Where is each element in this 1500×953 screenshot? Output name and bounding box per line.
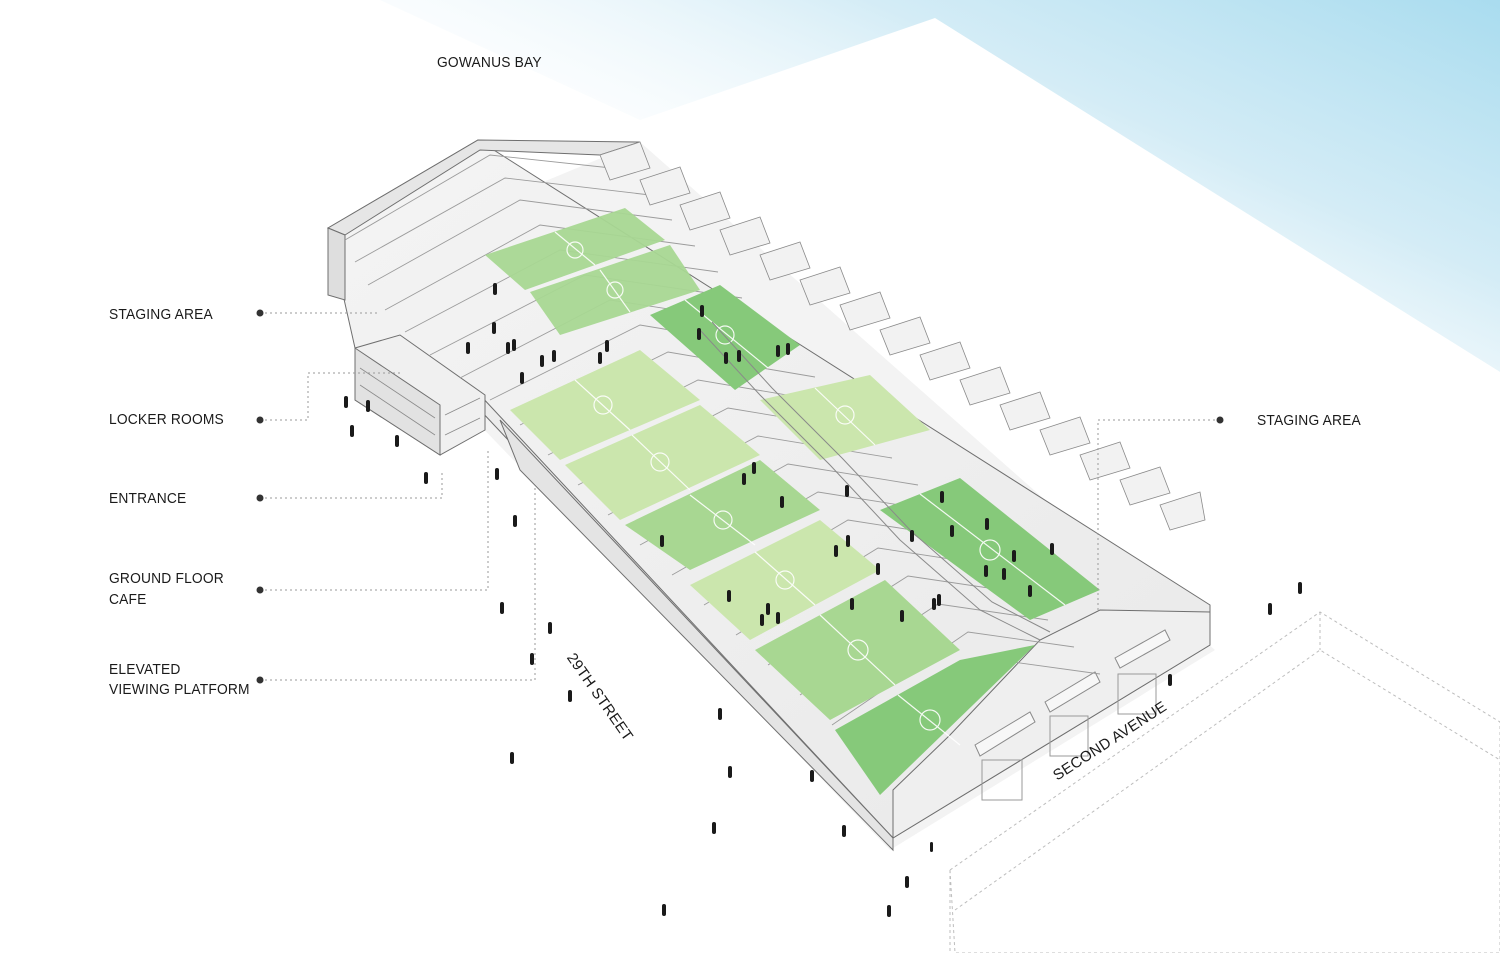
soccer-fields — [485, 208, 1100, 795]
leader-entrance — [260, 470, 443, 499]
leader-elevated-platform — [260, 488, 536, 681]
label-gowanus-bay: GOWANUS BAY — [437, 54, 542, 71]
field-8 — [880, 478, 1100, 620]
gowanus-bay-water — [380, 0, 1500, 372]
leader-staging-area-right — [1097, 419, 1220, 610]
field-7 — [760, 375, 930, 460]
adjacent-lot — [642, 20, 1500, 610]
leader-dots — [256, 309, 1224, 684]
facade-canopy-1 — [974, 711, 1036, 757]
elevated-walkway — [699, 321, 1051, 641]
label-ground-floor-cafe-line2: CAFE — [109, 591, 147, 608]
field-11 — [835, 645, 1035, 795]
leader-lines — [260, 312, 1220, 681]
label-elevated-platform-line2: VIEWING PLATFORM — [109, 681, 250, 698]
label-locker-rooms: LOCKER ROOMS — [109, 411, 224, 428]
leader-locker-rooms — [260, 372, 400, 421]
field-6 — [625, 460, 820, 570]
field-5 — [565, 405, 760, 520]
label-staging-area-left: STAGING AREA — [109, 306, 213, 323]
people-silhouettes — [344, 283, 1302, 917]
leader-ground-floor-cafe — [260, 448, 489, 591]
label-entrance: ENTRANCE — [109, 490, 187, 507]
label-staging-area-right: STAGING AREA — [1257, 412, 1361, 429]
facade-canopy-3 — [1114, 629, 1171, 669]
label-ground-floor-cafe-line1: GROUND FLOOR — [109, 570, 224, 587]
field-4 — [510, 350, 700, 460]
second-avenue-facade — [892, 609, 1211, 839]
adjacent-building-outline — [949, 611, 1500, 953]
facade-canopy-2 — [1044, 671, 1101, 713]
label-elevated-platform-line1: ELEVATED — [109, 661, 181, 678]
field-9 — [690, 520, 880, 640]
